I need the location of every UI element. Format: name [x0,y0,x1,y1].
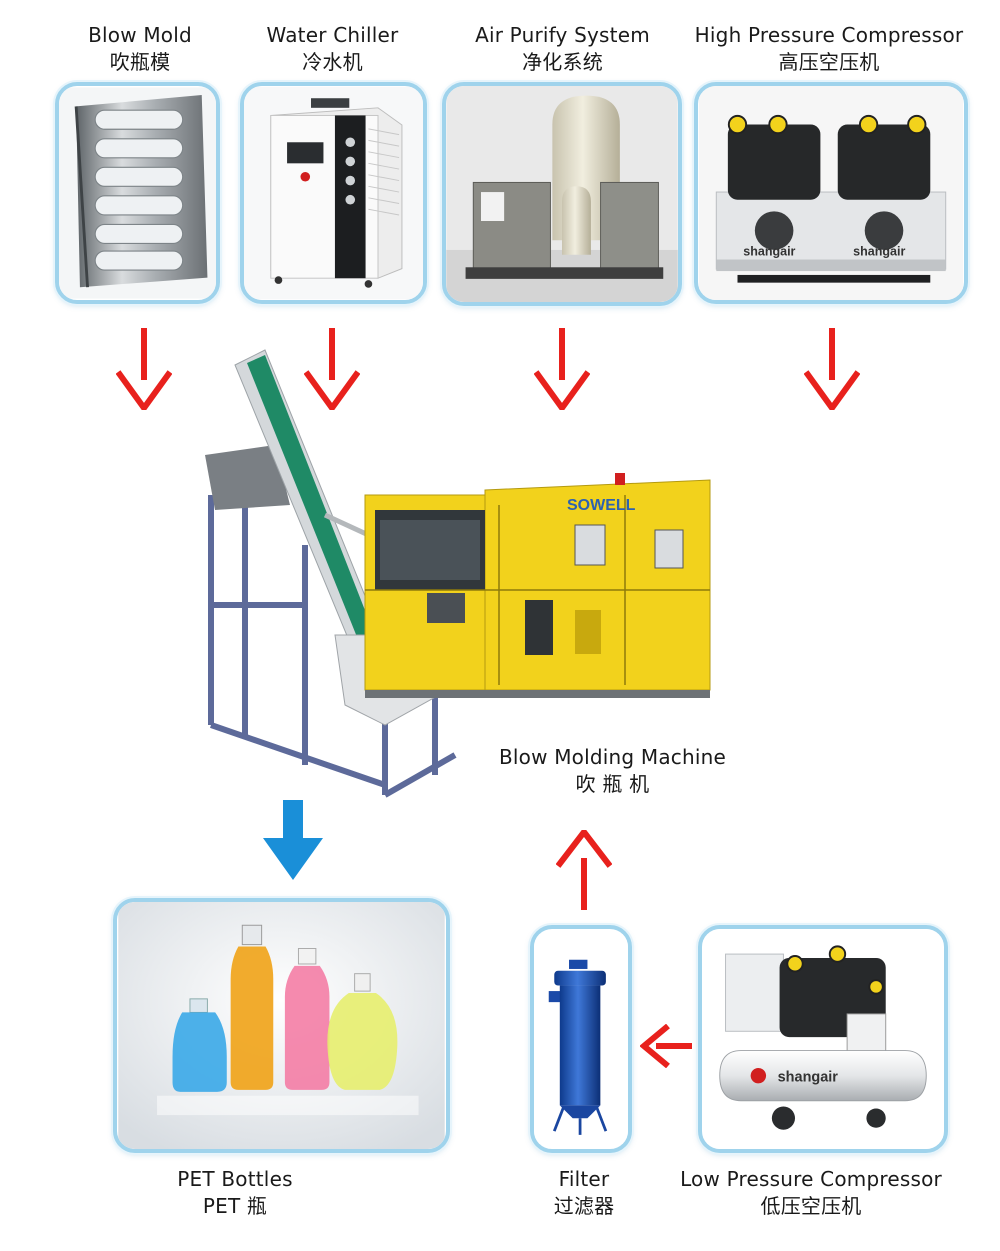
pet-bottles-card [113,898,450,1153]
pet-bottles-label: PET Bottles PET 瓶 [150,1166,320,1220]
air-purify-image [446,86,678,302]
lp-compressor-label: Low Pressure Compressor 低压空压机 [672,1166,950,1220]
air-purify-label-zh: 净化系统 [445,49,680,76]
hp-compressor-label: High Pressure Compressor 高压空压机 [682,22,976,76]
lp-compressor-card: shangair [698,925,948,1153]
machine-logo-text: SOWELL [567,497,636,514]
arrow-down-hp-compressor [804,328,860,410]
machine-label-en: Blow Molding Machine [480,744,745,771]
filter-label: Filter 过滤器 [530,1166,638,1220]
hp-brand-text-left: shangair [743,245,795,259]
pet-bottles-label-zh: PET 瓶 [150,1193,320,1220]
pet-bottles-image [117,902,446,1149]
hp-brand-text-right: shangair [853,245,905,259]
filter-image [534,929,628,1149]
blow-mold-label: Blow Mold 吹瓶模 [55,22,225,76]
lp-compressor-label-zh: 低压空压机 [672,1193,950,1220]
air-purify-label-en: Air Purify System [445,22,680,49]
air-purify-label: Air Purify System 净化系统 [445,22,680,76]
hp-compressor-card: shangair shangair [694,82,968,304]
filter-label-en: Filter [530,1166,638,1193]
water-chiller-label: Water Chiller 冷水机 [240,22,425,76]
filter-label-zh: 过滤器 [530,1193,638,1220]
arrow-left-filter [640,1024,692,1068]
water-chiller-label-zh: 冷水机 [240,49,425,76]
water-chiller-image [244,86,423,300]
air-purify-card [442,82,682,306]
lp-brand-text: shangair [778,1069,839,1085]
arrow-up-machine [556,830,612,910]
machine-label: Blow Molding Machine 吹 瓶 机 [480,744,745,798]
blow-mold-image [59,86,216,300]
water-chiller-card [240,82,427,304]
hp-compressor-label-zh: 高压空压机 [682,49,976,76]
hp-compressor-image: shangair shangair [698,86,964,300]
blow-mold-card [55,82,220,304]
filter-card [530,925,632,1153]
machine-label-zh: 吹 瓶 机 [480,771,745,798]
hp-compressor-label-en: High Pressure Compressor [682,22,976,49]
lp-compressor-label-en: Low Pressure Compressor [672,1166,950,1193]
pet-bottles-label-en: PET Bottles [150,1166,320,1193]
arrow-down-pet-bottles [263,800,323,882]
arrow-down-blow-mold [116,328,172,410]
water-chiller-label-en: Water Chiller [240,22,425,49]
blow-molding-machine-image: SOWELL [195,345,720,810]
lp-compressor-image: shangair [702,929,944,1149]
blow-mold-label-zh: 吹瓶模 [55,49,225,76]
blow-mold-label-en: Blow Mold [55,22,225,49]
